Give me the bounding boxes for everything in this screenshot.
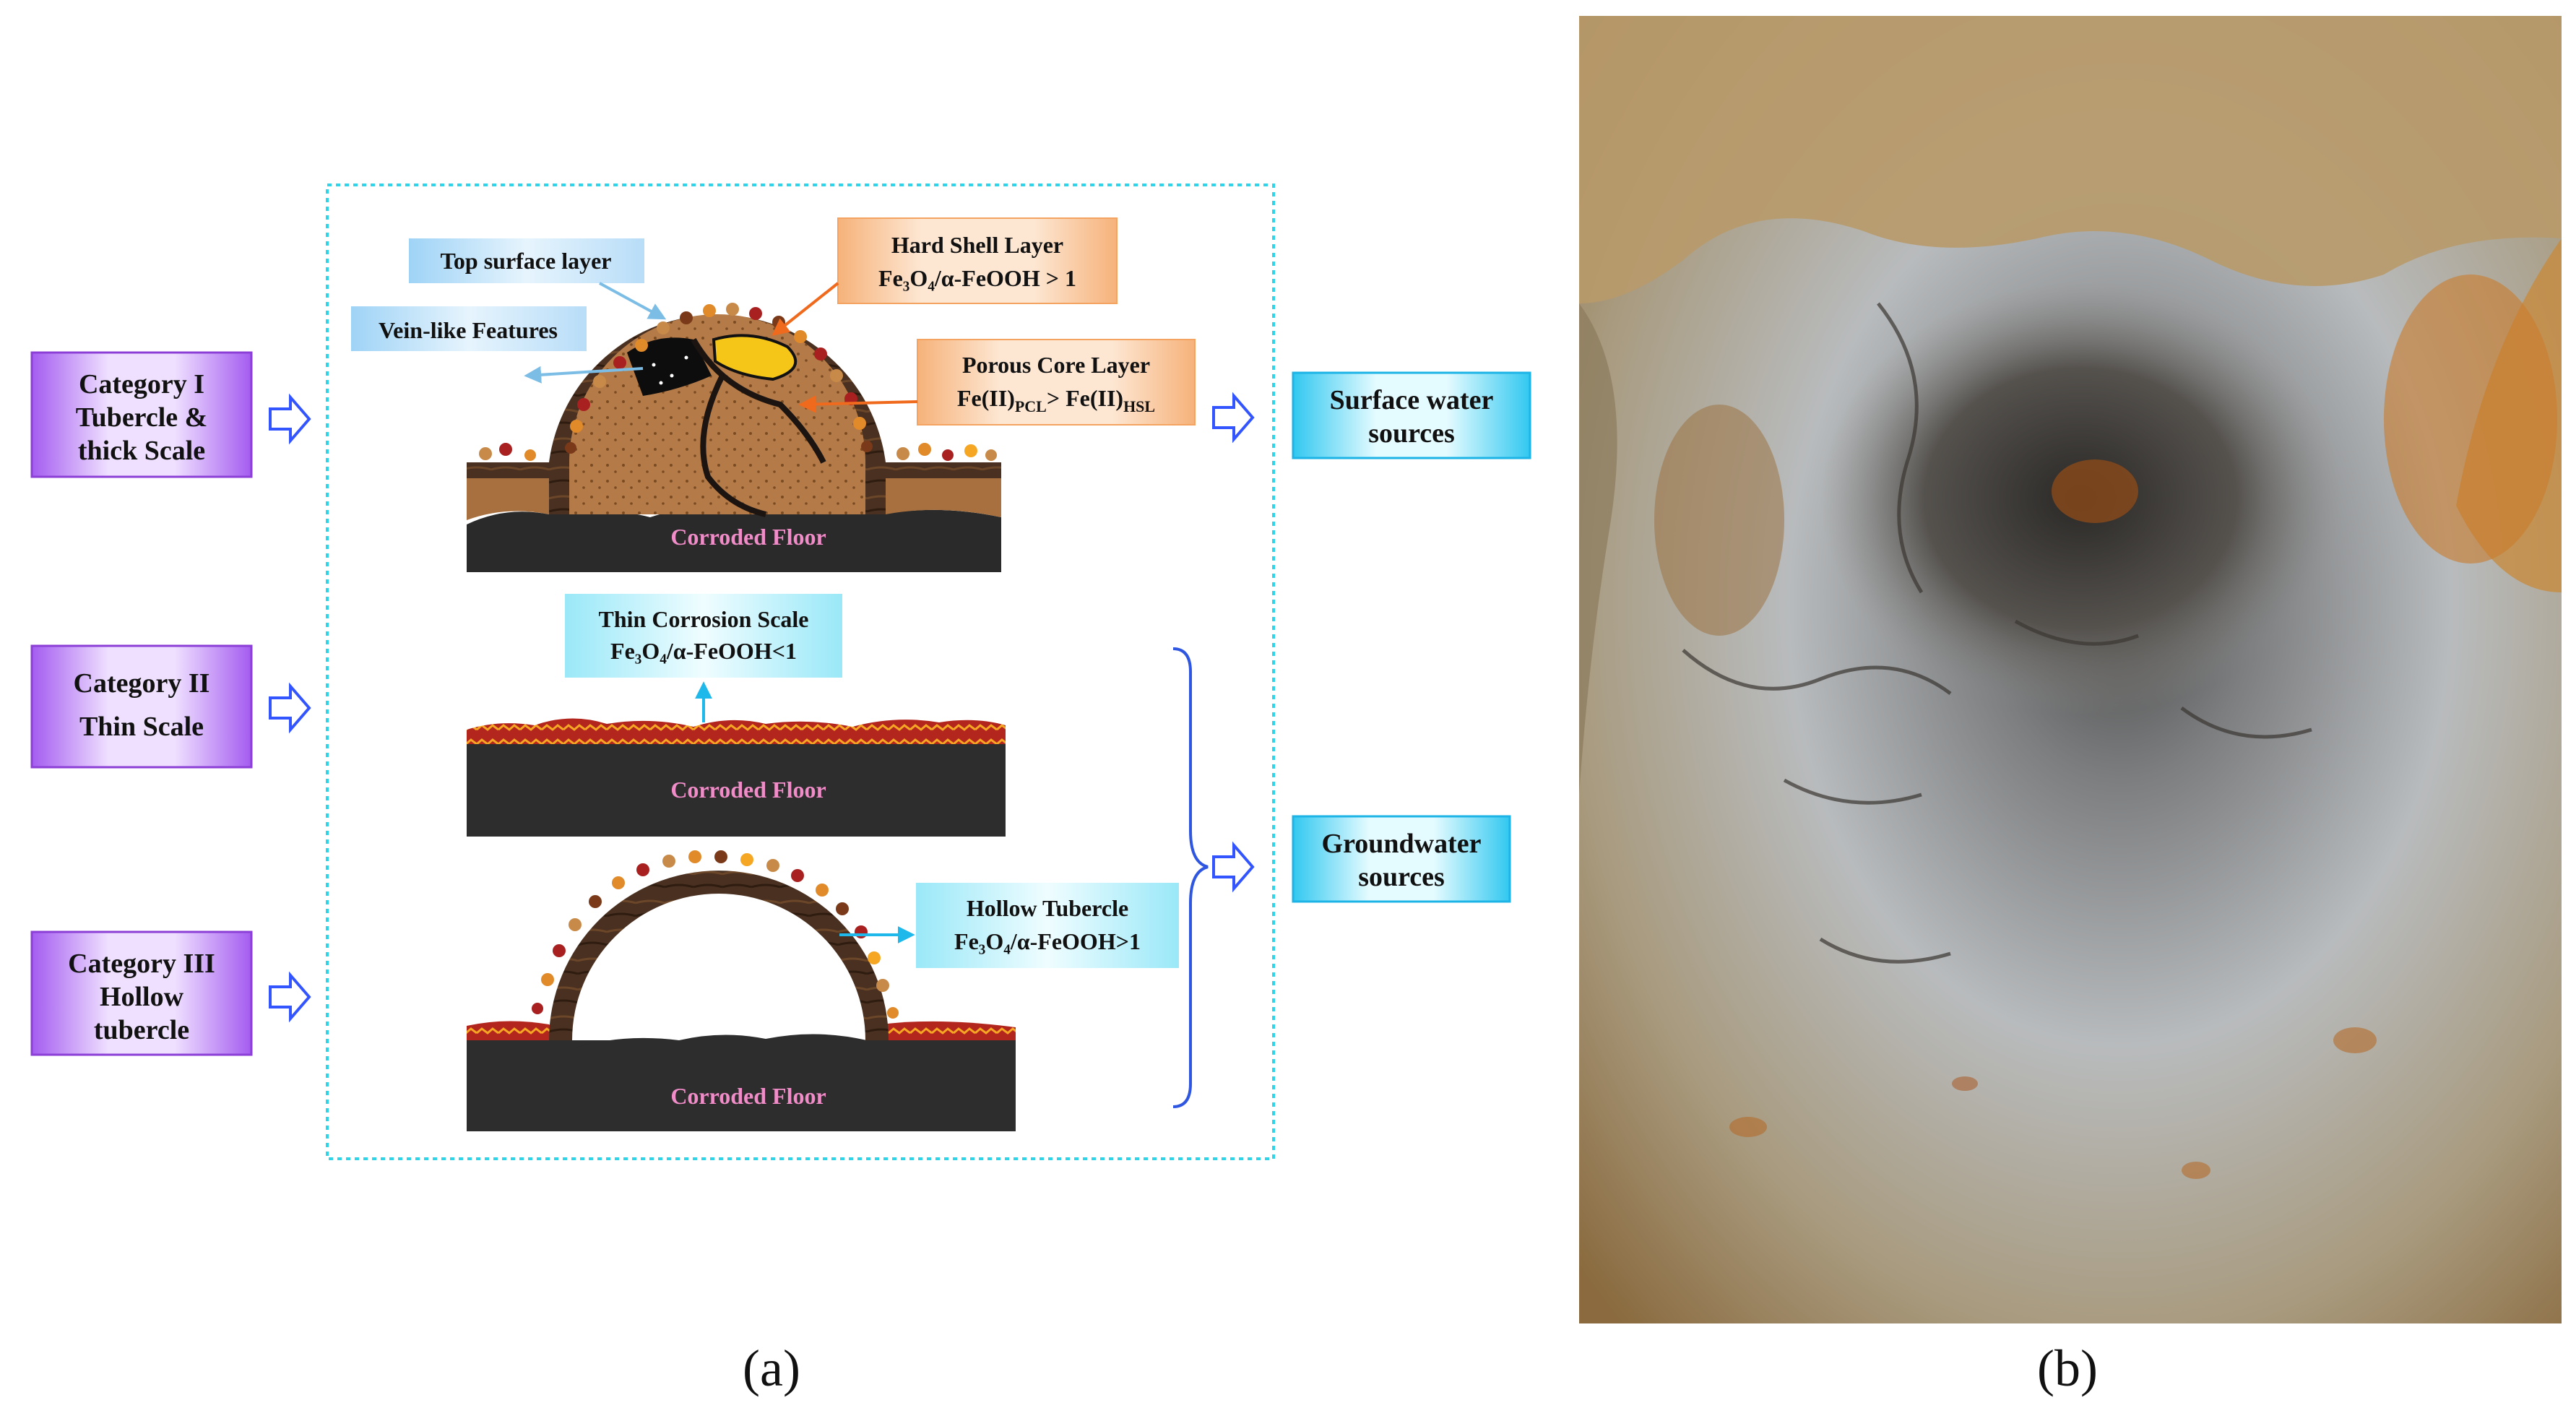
category-2-line-2: Thin Scale [79,712,204,742]
arrow-surface-icon [1212,392,1255,444]
arrow-category-1-icon [269,393,311,445]
category-3-line-3: tubercle [94,1015,189,1045]
vein-like-callout: Vein-like Features [351,306,644,384]
pipe-interior-photo [1579,16,2562,1323]
category-1-box: Category I Tubercle & thick Scale [30,351,253,478]
hollow-tubercle-callout: Hollow Tubercle Fe₃O₄/α-FeOOH>1 [839,883,1179,968]
groundwater-line-1: Groundwater [1322,829,1482,859]
hollow-tubercle-formula: Fe₃O₄/α-FeOOH>1 [954,928,1141,954]
porous-core-formula: Fe(II)PCL> Fe(II)HSL [957,385,1155,415]
floor-label-2: Corroded Floor [670,777,826,803]
category-1-line-3: thick Scale [78,436,205,466]
hollow-tubercle-illustration: Corroded Floor [467,850,1016,1131]
category-3-line-1: Category III [68,949,215,979]
hollow-tubercle-title: Hollow Tubercle [967,895,1128,921]
panel-a-label: (a) [743,1339,800,1397]
top-surface-callout: Top surface layer [409,238,667,320]
category-3-box: Category III Hollow tubercle [30,930,253,1056]
hard-shell-title: Hard Shell Layer [891,232,1063,258]
tubercle-thick-scale-illustration: Corroded Floor [467,303,1001,572]
surface-water-box: Surface water sources [1292,371,1531,459]
category-2-box: Category II Thin Scale [30,644,253,769]
surface-water-line-1: Surface water [1330,385,1494,415]
hard-shell-formula: Fe₃O₄/α-FeOOH > 1 [878,265,1076,291]
vein-like-label: Vein-like Features [379,317,558,343]
category-3-line-2: Hollow [100,982,184,1012]
arrow-category-3-icon [269,971,311,1023]
hard-shell-callout: Hard Shell Layer Fe₃O₄/α-FeOOH > 1 [771,217,1118,336]
category-1-line-2: Tubercle & [76,402,208,433]
groundwater-brace [1172,647,1209,1108]
surface-water-line-2: sources [1368,418,1455,449]
category-2-line-1: Category II [74,668,210,699]
floor-label-3: Corroded Floor [670,1083,826,1109]
arrow-groundwater-icon [1212,841,1255,893]
porous-core-title: Porous Core Layer [962,352,1150,378]
groundwater-box: Groundwater sources [1292,815,1511,903]
thin-scale-illustration: Corroded Floor [467,718,1006,837]
thin-scale-callout: Thin Corrosion Scale Fe₃O₄/α-FeOOH<1 [565,594,842,722]
category-1-line-1: Category I [79,369,204,399]
diagram-frame [326,183,1275,1160]
thin-scale-formula: Fe₃O₄/α-FeOOH<1 [610,638,797,664]
floor-label-1: Corroded Floor [670,524,826,550]
arrow-category-2-icon [269,682,311,734]
groundwater-line-2: sources [1358,862,1445,892]
thin-scale-title: Thin Corrosion Scale [599,606,809,632]
panel-b-label: (b) [2037,1339,2098,1397]
top-surface-label: Top surface layer [440,248,611,274]
porous-core-callout: Porous Core Layer Fe(II)PCL> Fe(II)HSL [798,339,1196,426]
